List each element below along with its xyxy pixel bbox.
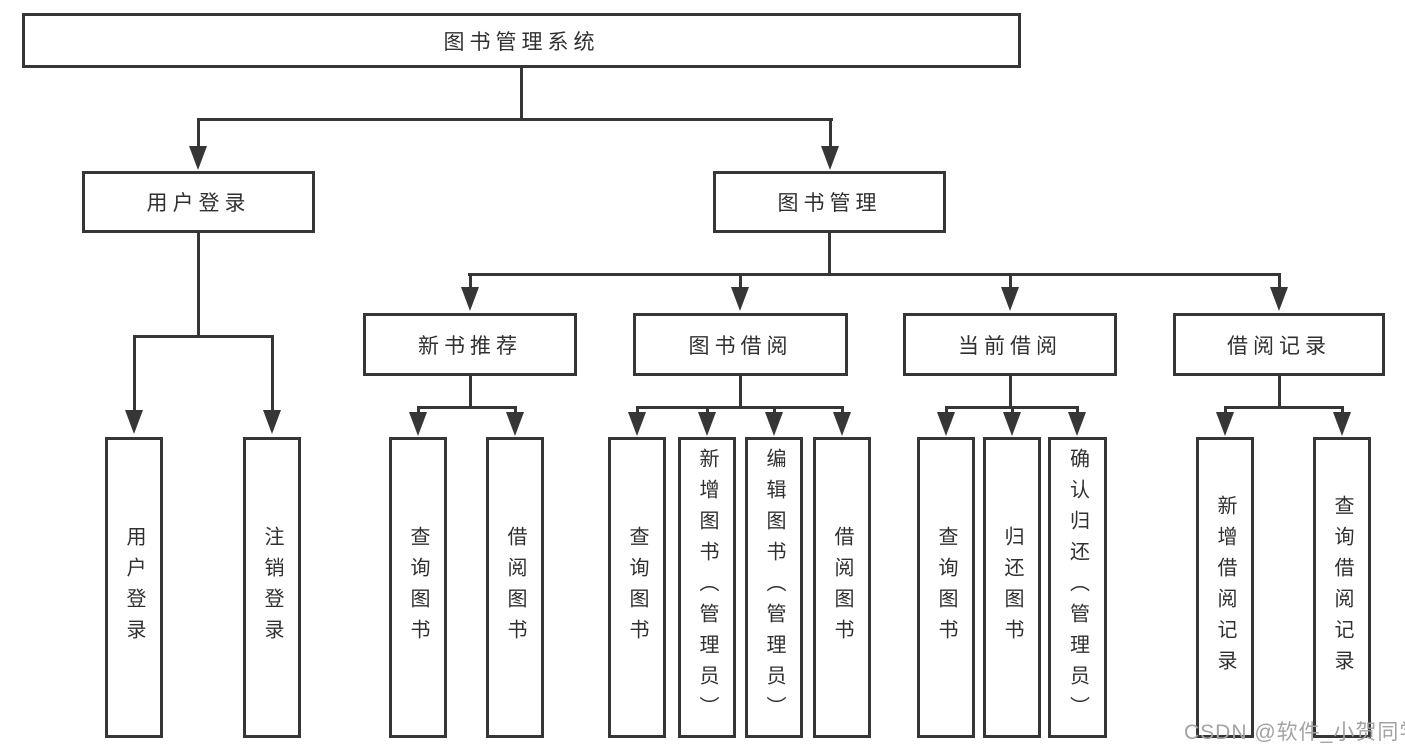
connector-login-stem	[197, 231, 200, 337]
arrowhead-down-icon	[125, 410, 143, 434]
connector-drop-login	[197, 118, 200, 150]
leaf-label: 查询借阅记录	[1331, 494, 1353, 681]
connector-newbooks-stem	[469, 374, 472, 408]
node-current-borrow-label: 当前借阅	[958, 334, 1062, 358]
connector-drop-leaf	[417, 406, 420, 416]
node-book-borrow: 图书借阅	[633, 313, 848, 376]
leaf-label: 编辑图书（管理员）	[763, 448, 785, 727]
node-borrow-records-label: 借阅记录	[1227, 334, 1331, 358]
arrowhead-down-icon	[263, 410, 281, 434]
connector-newbooks-rail	[417, 406, 517, 409]
arrowhead-down-icon	[628, 412, 646, 436]
connector-current-stem	[1009, 374, 1012, 408]
connector-drop-leaf	[133, 335, 136, 412]
leaf-logout: 注销登录	[243, 437, 301, 738]
leaf-label: 查询图书	[626, 525, 648, 650]
arrowhead-down-icon	[698, 412, 716, 436]
leaf-label: 用户登录	[123, 525, 145, 650]
node-root-label: 图书管理系统	[443, 30, 600, 54]
leaf-label: 注销登录	[261, 525, 283, 650]
leaf-label: 借阅图书	[504, 525, 526, 650]
arrowhead-down-icon	[821, 146, 839, 170]
connector-drop-leaf	[636, 406, 639, 416]
leaf-borrow-books-recommend: 借阅图书	[486, 437, 544, 738]
connector-drop-leaf	[773, 406, 776, 416]
arrowhead-down-icon	[1333, 412, 1351, 436]
leaf-query-books-recommend: 查询图书	[389, 437, 447, 738]
connector-drop-leaf	[945, 406, 948, 416]
connector-drop-current	[1009, 273, 1012, 290]
leaf-user-login: 用户登录	[105, 437, 163, 738]
connector-records-stem	[1278, 374, 1281, 408]
connector-borrow-rail	[636, 406, 844, 409]
leaf-confirm-return-admin: 确认归还（管理员）	[1048, 437, 1107, 738]
connector-borrow-stem	[739, 374, 742, 408]
leaf-borrow-books: 借阅图书	[813, 437, 871, 738]
node-user-login: 用户登录	[82, 171, 315, 233]
connector-drop-leaf	[841, 406, 844, 416]
leaf-edit-books-admin: 编辑图书（管理员）	[745, 437, 803, 738]
node-borrow-records: 借阅记录	[1173, 313, 1385, 376]
node-book-management-label: 图书管理	[777, 192, 882, 215]
connector-drop-leaf	[1341, 406, 1344, 416]
leaf-label: 归还图书	[1001, 525, 1023, 650]
leaf-query-books-borrow: 查询图书	[608, 437, 666, 738]
leaf-return-books: 归还图书	[983, 437, 1041, 738]
leaf-query-books-current: 查询图书	[917, 437, 975, 738]
connector-root-stem	[520, 68, 523, 120]
connector-login-rail	[133, 335, 274, 338]
arrowhead-down-icon	[1270, 287, 1288, 311]
node-user-login-label: 用户登录	[146, 192, 251, 215]
leaf-label: 新增图书（管理员）	[696, 448, 718, 727]
connector-drop-leaf	[514, 406, 517, 416]
connector-drop-leaf	[1224, 406, 1227, 416]
arrowhead-down-icon	[765, 412, 783, 436]
leaf-label: 确认归还（管理员）	[1066, 448, 1089, 727]
node-root: 图书管理系统	[22, 13, 1021, 68]
connector-drop-leaf	[706, 406, 709, 416]
connector-records-rail	[1224, 406, 1344, 409]
connector-bookmgmt-stem	[828, 231, 831, 275]
leaf-add-books-admin: 新增图书（管理员）	[678, 437, 736, 738]
arrowhead-down-icon	[189, 146, 207, 170]
arrowhead-down-icon	[1001, 287, 1019, 311]
connector-drop-bookmgmt	[829, 118, 832, 150]
leaf-query-borrow-record: 查询借阅记录	[1313, 437, 1371, 738]
connector-drop-newbooks	[469, 273, 472, 290]
connector-drop-leaf	[1076, 406, 1079, 416]
node-book-borrow-label: 图书借阅	[688, 334, 793, 358]
connector-bookmgmt-rail	[468, 273, 1281, 276]
node-current-borrow: 当前借阅	[903, 313, 1117, 376]
node-new-book-recommend-label: 新书推荐	[418, 334, 522, 358]
csdn-watermark: CSDN @软件_小贺同学	[1184, 721, 1405, 744]
arrowhead-down-icon	[409, 412, 427, 436]
leaf-label: 新增借阅记录	[1214, 494, 1236, 681]
arrowhead-down-icon	[1216, 412, 1234, 436]
arrowhead-down-icon	[937, 412, 955, 436]
connector-drop-leaf	[1011, 406, 1014, 416]
arrowhead-down-icon	[833, 412, 851, 436]
arrowhead-down-icon	[1003, 412, 1021, 436]
leaf-label: 借阅图书	[831, 525, 853, 650]
connector-drop-records	[1278, 273, 1281, 290]
connector-drop-leaf	[271, 335, 274, 412]
leaf-label: 查询图书	[935, 525, 957, 650]
node-new-book-recommend: 新书推荐	[363, 313, 577, 376]
connector-drop-borrow	[739, 273, 742, 290]
leaf-add-borrow-record: 新增借阅记录	[1196, 437, 1254, 738]
arrowhead-down-icon	[1068, 412, 1086, 436]
arrowhead-down-icon	[506, 412, 524, 436]
node-book-management: 图书管理	[713, 171, 946, 233]
arrowhead-down-icon	[461, 287, 479, 311]
leaf-label: 查询图书	[407, 525, 429, 650]
arrowhead-down-icon	[731, 287, 749, 311]
connector-root-rail	[197, 118, 833, 121]
